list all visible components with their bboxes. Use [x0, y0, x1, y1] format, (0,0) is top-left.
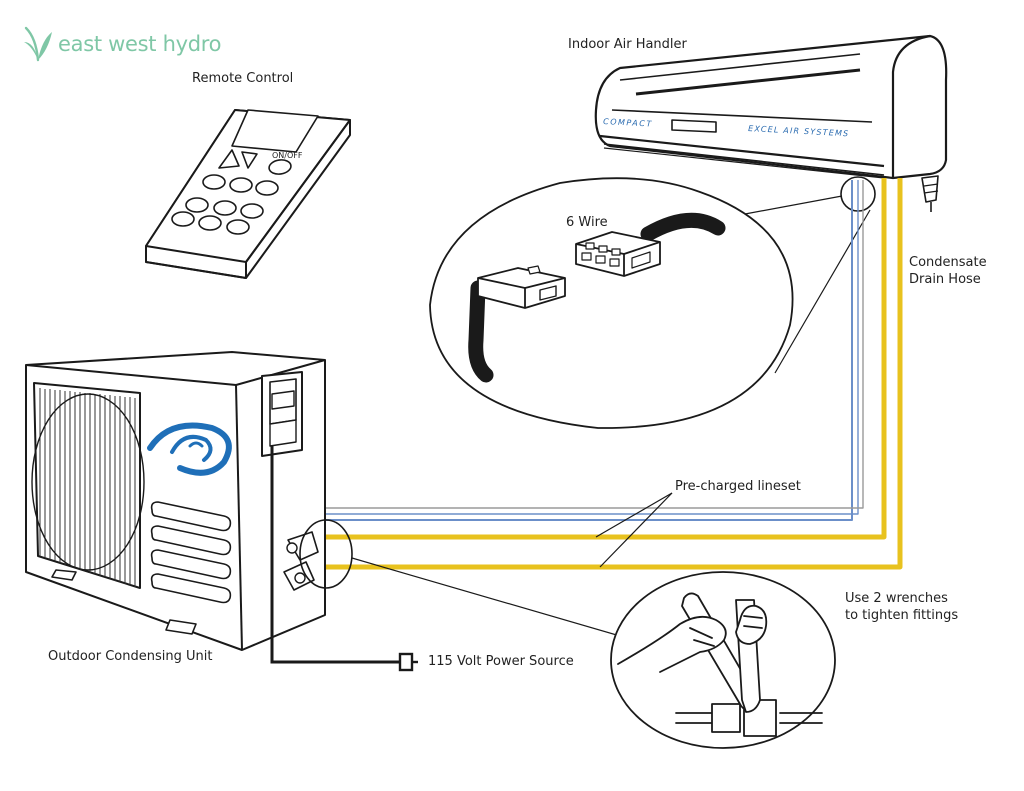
power-source-label: 115 Volt Power Source	[428, 654, 574, 669]
brand-swirl-logo	[147, 422, 232, 476]
wrench-detail	[351, 557, 836, 749]
six-wire-detail	[429, 177, 871, 429]
leaf-icon	[24, 26, 52, 62]
power-cord	[270, 446, 418, 672]
outdoor-condensing-unit	[25, 351, 326, 651]
condensate-label-line2: Drain Hose	[909, 272, 981, 287]
six-wire-label: 6 Wire	[566, 215, 608, 230]
outdoor-unit-label: Outdoor Condensing Unit	[48, 649, 213, 664]
precharged-lineset-label: Pre-charged lineset	[675, 479, 801, 494]
remote-control-label: Remote Control	[192, 71, 294, 86]
condensate-label-line1: Condensate	[909, 255, 987, 270]
valve-connection-circle	[299, 519, 353, 589]
unit-front-label-left: COMPACT	[603, 117, 653, 129]
brand-logo-text: east west hydro	[58, 32, 222, 56]
indoor-air-handler	[594, 34, 948, 212]
remote-on-off-label: ON/OFF	[272, 151, 303, 160]
remote-control	[145, 109, 351, 279]
indoor-air-handler-label: Indoor Air Handler	[568, 37, 687, 52]
brand-logo: east west hydro	[22, 24, 221, 64]
lineset-pointers	[595, 492, 673, 568]
wrench-label-line1: Use 2 wrenches	[845, 591, 948, 606]
wrench-label-line2: to tighten fittings	[845, 608, 959, 623]
